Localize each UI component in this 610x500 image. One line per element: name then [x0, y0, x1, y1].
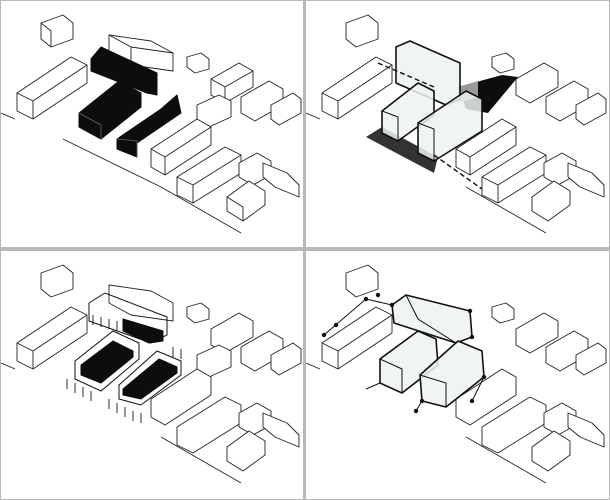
landscaped-volume-west	[74, 330, 140, 392]
context-buildings	[16, 14, 302, 222]
panel-3-drawing	[1, 264, 302, 484]
road-edge	[1, 112, 242, 234]
panel-3-landscaped-volumes	[1, 251, 303, 499]
panel-1-solid-volumes	[1, 1, 303, 247]
road-edge	[1, 362, 242, 484]
node-connections	[321, 292, 487, 414]
faceted-volume-north	[391, 294, 473, 344]
solid-volume-east	[116, 94, 182, 158]
gradient-shadow-strip	[366, 127, 438, 173]
context-buildings	[321, 264, 607, 472]
glass-east-edge	[417, 122, 435, 161]
faceted-east-facets	[419, 374, 447, 407]
dashed-axis	[377, 62, 483, 190]
panel-1-drawing	[1, 14, 302, 234]
panel-2-drawing	[306, 14, 607, 234]
faceted-north-facets	[405, 294, 457, 344]
tree-row	[66, 315, 182, 423]
panel-4-drawing	[306, 264, 607, 484]
context-buildings	[321, 14, 607, 222]
context-buildings	[16, 264, 302, 472]
panel-4-faceted-volumes	[306, 251, 609, 499]
faceted-west-facets	[379, 358, 403, 393]
solid-volume-west	[78, 80, 142, 140]
road-edge	[306, 362, 547, 484]
landscaped-volume-east	[118, 350, 182, 406]
glass-west-edge	[380, 82, 419, 141]
road-edge	[306, 112, 547, 234]
landscaped-volume-north	[88, 292, 168, 344]
solid-volume-north	[90, 46, 158, 96]
panel-2-translucent-volumes	[306, 1, 609, 247]
